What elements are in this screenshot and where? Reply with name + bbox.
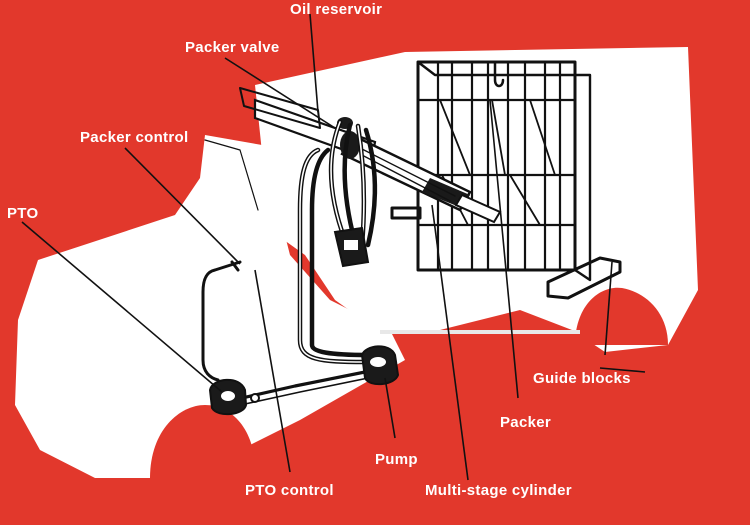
pto-driveshaft <box>240 368 377 400</box>
packer-valve <box>333 226 370 268</box>
labels: Oil reservoir Packer valve Packer contro… <box>7 1 631 499</box>
leader-packer-control <box>124 147 241 265</box>
hose-to-pump-1-highlight <box>299 149 366 363</box>
label-packer-valve: Packer valve <box>185 39 280 56</box>
label-oil-reservoir: Oil reservoir <box>290 1 382 18</box>
truck-silhouette <box>15 47 698 478</box>
hose-4 <box>363 127 378 248</box>
packer-ribs <box>436 60 562 272</box>
leader-pump <box>384 377 396 439</box>
oil-reservoir <box>239 87 321 129</box>
front-wheel-well <box>150 405 255 478</box>
hose-1-highlight <box>330 121 346 241</box>
guide-block-right <box>546 256 622 300</box>
cargo-box <box>255 47 698 352</box>
guide-block-left <box>390 206 422 220</box>
packer-frame-back <box>416 60 592 282</box>
leader-lines <box>21 13 646 481</box>
label-multi-stage-cylinder: Multi-stage cylinder <box>425 482 572 499</box>
leader-guide-blocks-2 <box>599 367 646 373</box>
leader-pto <box>21 221 223 393</box>
leader-packer <box>489 99 519 399</box>
packer-valve-port <box>344 240 358 250</box>
guide-blocks <box>390 206 622 300</box>
rear-wheel-well <box>575 287 668 345</box>
windshield-edge <box>204 139 259 211</box>
label-pto: PTO <box>7 205 38 222</box>
leader-pto-control <box>254 269 291 473</box>
leader-multi-stage-cylinder <box>431 204 469 481</box>
label-packer: Packer <box>500 414 551 431</box>
truck-cab <box>15 135 405 478</box>
packer-control-rod <box>201 260 242 382</box>
pto-port <box>221 391 235 401</box>
label-pto-control: PTO control <box>245 482 334 499</box>
leader-oil-reservoir <box>309 13 319 113</box>
cylinder-stage-2 <box>454 193 502 224</box>
label-guide-blocks: Guide blocks <box>533 370 631 387</box>
label-packer-control: Packer control <box>80 129 188 146</box>
packer-hook <box>493 60 505 88</box>
label-pump: Pump <box>375 451 418 468</box>
packer-bracing <box>439 99 556 226</box>
pump <box>360 345 400 386</box>
pto-unit <box>208 378 248 416</box>
chassis-shadow <box>380 330 580 334</box>
driveshaft-joint <box>250 393 260 403</box>
hose-to-pump-2 <box>309 147 371 358</box>
pump-port <box>370 357 386 367</box>
leader-guide-blocks-1 <box>604 261 613 356</box>
packer-control-handle <box>230 260 240 272</box>
pto-driveshaft-lower <box>244 375 379 405</box>
leader-packer-valve <box>224 57 336 129</box>
